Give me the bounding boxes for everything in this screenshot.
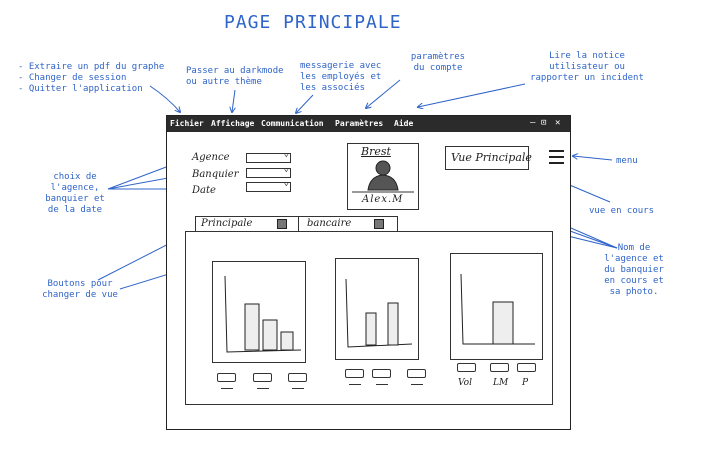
- arrow-menu: [573, 156, 613, 161]
- view-button-label: LM: [493, 378, 509, 388]
- chart-panel-2: [335, 258, 419, 360]
- bar: [244, 303, 260, 351]
- annotation-fichier: - Extraire un pdf du graphe - Changer de…: [18, 62, 165, 94]
- bar: [492, 301, 514, 345]
- annotation-affichage: Passer au darkmode ou autre thème: [186, 66, 284, 87]
- view-button[interactable]: [517, 363, 536, 372]
- current-view-label: Vue Principale: [451, 151, 532, 164]
- bar: [280, 331, 294, 351]
- annotation-vue-en-cours: vue en cours: [589, 206, 655, 216]
- chart-panel-1: [212, 261, 306, 363]
- selector-label-date: Date: [192, 185, 216, 196]
- menu-aide[interactable]: Aide: [394, 119, 414, 128]
- arrow-communication: [296, 94, 314, 113]
- bar: [387, 302, 399, 346]
- date-dropdown[interactable]: [246, 178, 291, 192]
- menu-parametres[interactable]: Paramètres: [335, 119, 384, 128]
- menu-bar: Fichier Affichage Communication Paramètr…: [167, 116, 570, 132]
- page-title: PAGE PRINCIPALE: [224, 12, 402, 33]
- app-window: Fichier Affichage Communication Paramètr…: [166, 115, 571, 430]
- close-icon[interactable]: ✕: [555, 118, 561, 128]
- button-underline: [257, 388, 269, 389]
- view-button[interactable]: [345, 369, 364, 378]
- annotation-boutons: Boutons pour changer de vue: [42, 279, 118, 300]
- mini-bar-chart: [460, 273, 535, 345]
- menu-communication[interactable]: Communication: [261, 119, 324, 128]
- view-button[interactable]: [372, 369, 391, 378]
- menu-affichage[interactable]: Affichage: [211, 119, 255, 128]
- selector-label-banquier: Banquier: [192, 169, 239, 180]
- view-button[interactable]: [407, 369, 426, 378]
- arrow-parametres: [366, 79, 401, 108]
- tab-principale-label: Principale: [201, 218, 253, 229]
- hamburger-menu-icon[interactable]: [167, 116, 570, 429]
- minimize-icon[interactable]: –: [530, 118, 536, 128]
- banquier-dropdown[interactable]: [246, 164, 291, 178]
- tab-principale[interactable]: Principale: [195, 216, 300, 233]
- agency-name: Brest: [361, 145, 391, 158]
- button-underline: [411, 384, 423, 385]
- bar: [262, 319, 278, 351]
- button-underline: [376, 384, 388, 385]
- annotation-menu: menu: [616, 156, 638, 166]
- button-underline: [292, 388, 304, 389]
- banker-name: Alex.M: [362, 194, 404, 205]
- mini-bar-chart: [345, 278, 413, 348]
- annotation-parametres: paramètres du compte: [410, 52, 466, 73]
- maximize-icon[interactable]: ⊡: [541, 118, 547, 128]
- button-underline: [349, 384, 361, 385]
- mini-bar-chart: [224, 275, 302, 353]
- annotation-aide: Lire la notice utilisateur ou rapporter …: [530, 51, 644, 83]
- view-button-label: P: [522, 378, 529, 388]
- view-button[interactable]: [288, 373, 307, 382]
- view-button-label: Vol: [458, 378, 472, 388]
- tab-icon: [277, 219, 287, 229]
- annotation-choix: choix de l'agence, banquier et de la dat…: [45, 172, 105, 215]
- button-underline: [221, 388, 233, 389]
- arrow-aide: [418, 83, 526, 107]
- menu-fichier[interactable]: Fichier: [170, 119, 204, 128]
- view-button[interactable]: [490, 363, 509, 372]
- arrow-affichage: [232, 89, 235, 112]
- view-button[interactable]: [253, 373, 272, 382]
- chart-panel-3: [450, 253, 543, 360]
- selector-label-agence: Agence: [192, 152, 230, 163]
- bar: [365, 312, 377, 346]
- agence-dropdown[interactable]: [246, 149, 291, 163]
- person-photo-icon: [352, 160, 414, 193]
- annotation-nom-agence: Nom de l'agence et du banquier en cours …: [604, 243, 664, 297]
- tab-icon: [374, 219, 384, 229]
- annotation-communication: messagerie avec les employés et les asso…: [300, 61, 382, 93]
- agency-banker-card: Brest Alex.M: [347, 143, 419, 210]
- tab-bancaire-label: bancaire: [307, 218, 352, 229]
- view-button[interactable]: [217, 373, 236, 382]
- view-button[interactable]: [457, 363, 476, 372]
- current-view-box: Vue Principale: [445, 146, 532, 170]
- arrow-fichier: [149, 85, 180, 112]
